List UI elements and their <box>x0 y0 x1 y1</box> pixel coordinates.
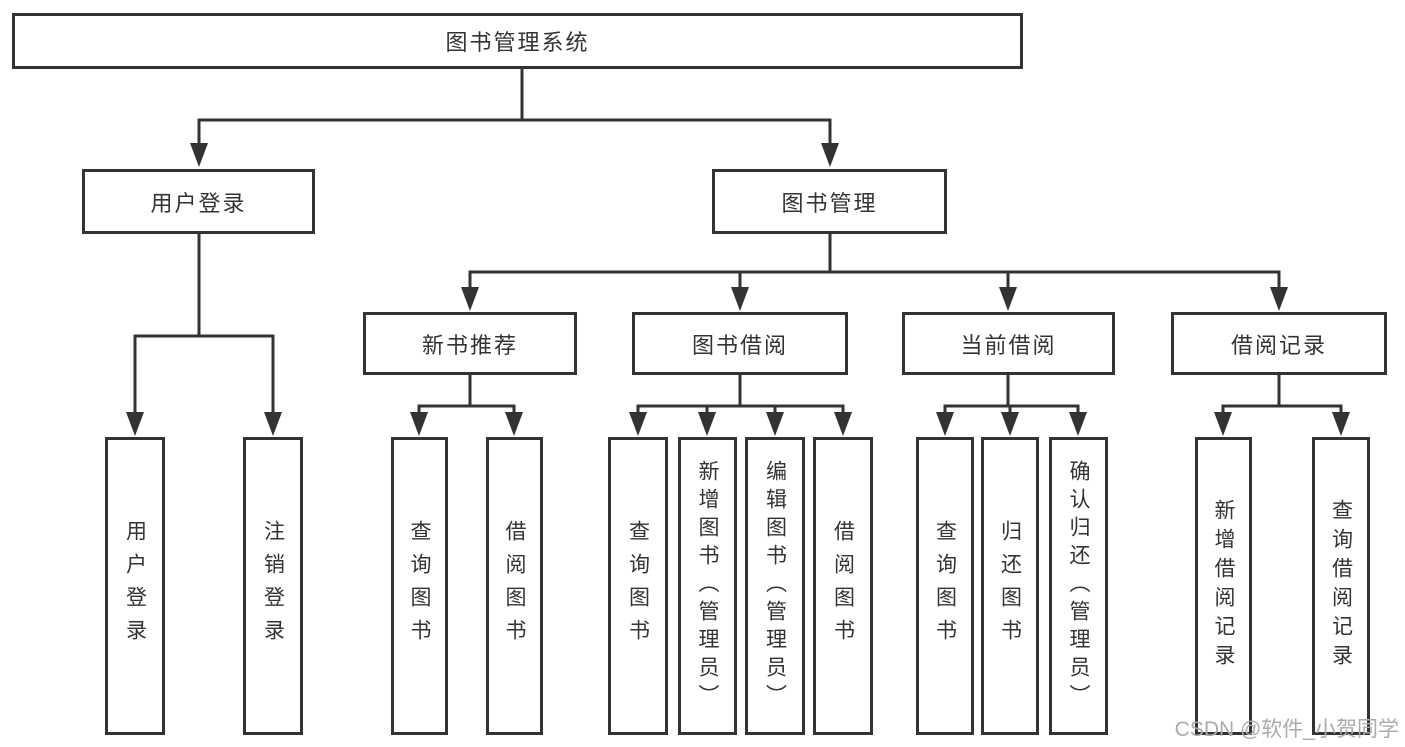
node-label: 借阅记录 <box>1230 332 1327 358</box>
node-label: 查询图书 <box>626 520 650 652</box>
node-label: 新增图书（管理员） <box>696 460 719 712</box>
csdn-watermark: CSDN @软件_小贺同学 <box>1174 718 1399 741</box>
node-label: 借阅图书 <box>831 520 855 652</box>
node-label: 用户登录 <box>123 520 147 652</box>
node-label: 用户登录 <box>150 190 247 216</box>
node-label: 查询借阅记录 <box>1329 499 1353 673</box>
node-label: 编辑图书（管理员） <box>763 460 787 712</box>
node-label: 确认归还（管理员） <box>1067 460 1090 712</box>
node-label: 图书管理 <box>781 190 878 216</box>
node-label: 注销登录 <box>261 520 285 652</box>
node-label: 查询图书 <box>933 520 957 652</box>
node-label: 查询图书 <box>408 520 431 652</box>
node-recommend-search-book: 查询图书 <box>391 437 448 735</box>
node-borrow-search-book: 查询图书 <box>608 437 668 735</box>
node-label: 借阅图书 <box>503 520 526 652</box>
node-user-login: 用户登录 <box>105 437 165 735</box>
node-borrow-edit-book-admin: 编辑图书（管理员） <box>745 437 805 735</box>
node-new-book-recommend: 新书推荐 <box>363 312 577 375</box>
node-current-borrow: 当前借阅 <box>902 312 1115 375</box>
node-borrow-borrow-book: 借阅图书 <box>813 437 873 735</box>
node-label: 图书管理系统 <box>445 30 590 55</box>
node-records-add-record: 新增借阅记录 <box>1195 437 1252 735</box>
node-label: 归还图书 <box>998 520 1022 652</box>
node-label: 图书借阅 <box>691 332 788 358</box>
node-recommend-borrow-book: 借阅图书 <box>486 437 543 735</box>
node-borrow-records: 借阅记录 <box>1171 312 1387 375</box>
node-current-return-book: 归还图书 <box>981 437 1039 735</box>
node-library-system: 图书管理系统 <box>12 13 1023 69</box>
node-label: 新增借阅记录 <box>1212 499 1235 673</box>
node-logout: 注销登录 <box>243 437 303 735</box>
node-current-confirm-return-admin: 确认归还（管理员） <box>1049 437 1108 735</box>
node-label: 新书推荐 <box>421 332 518 358</box>
node-records-search-record: 查询借阅记录 <box>1312 437 1370 735</box>
node-borrow-add-book-admin: 新增图书（管理员） <box>678 437 737 735</box>
node-current-search-book: 查询图书 <box>916 437 974 735</box>
node-book-borrow: 图书借阅 <box>632 312 848 375</box>
node-book-management: 图书管理 <box>712 169 947 234</box>
node-user-login-module: 用户登录 <box>82 169 315 234</box>
node-label: 当前借阅 <box>960 332 1057 358</box>
